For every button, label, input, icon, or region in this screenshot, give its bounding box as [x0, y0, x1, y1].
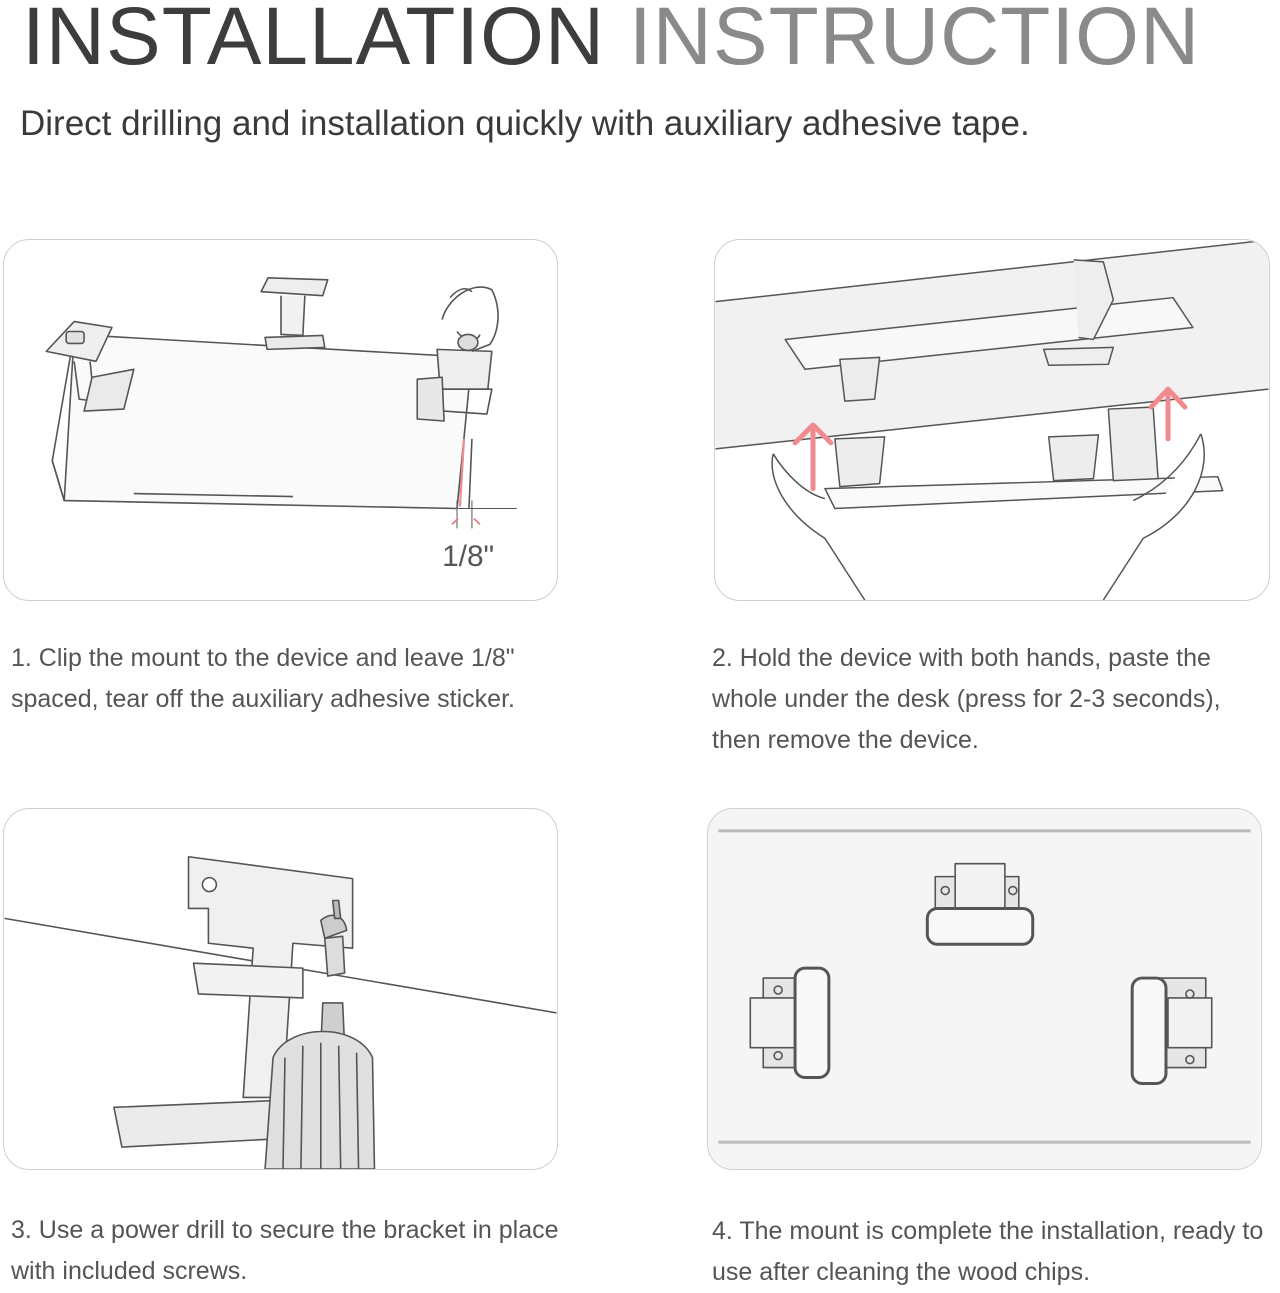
step-1-illustration: 1/8": [3, 239, 558, 601]
paste-under-desk-drawing: [715, 240, 1269, 600]
step-3-caption: 3. Use a power drill to secure the brack…: [11, 1216, 559, 1285]
step-4-caption: 4. The mount is complete the installatio…: [712, 1217, 1264, 1286]
step-3-illustration: [3, 808, 558, 1170]
installed-mounts-drawing: [708, 809, 1261, 1169]
page-title: INSTALLATION INSTRUCTION: [22, 0, 1200, 78]
measure-label: 1/8": [442, 540, 494, 573]
title-part-installation: INSTALLATION: [22, 0, 606, 82]
clip-mount-drawing: 1/8": [45, 276, 517, 573]
page-subtitle: Direct drilling and installation quickly…: [20, 104, 1030, 143]
power-drill-drawing: [4, 855, 557, 1169]
step-2-caption: 2. Hold the device with both hands, past…: [712, 644, 1221, 754]
step-4-illustration: [707, 808, 1262, 1170]
title-part-instruction: INSTRUCTION: [628, 0, 1201, 82]
step-1-caption: 1. Clip the mount to the device and leav…: [11, 644, 515, 713]
step-2-illustration: [714, 239, 1270, 601]
